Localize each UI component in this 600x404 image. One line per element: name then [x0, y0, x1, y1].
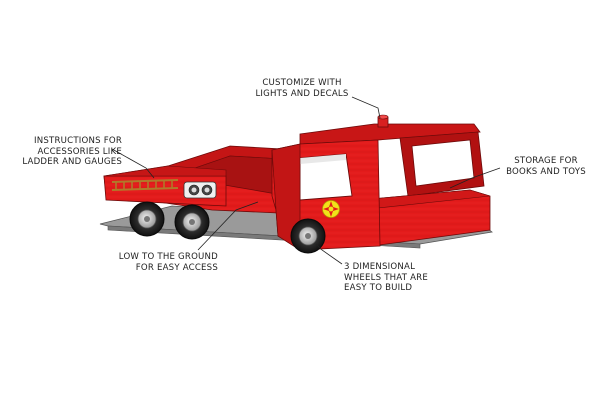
callout-wheels-line1: 3 DIMENSIONAL: [344, 262, 416, 272]
leader-storage: [449, 167, 501, 189]
callout-low-line1: LOW TO THE GROUND: [118, 252, 218, 262]
callout-storage-line2: BOOKS AND TOYS: [506, 166, 586, 177]
front-wheel-2: [174, 204, 210, 240]
leader-lines: [111, 96, 501, 265]
callout-low: LOW TO THE GROUND FOR EASY ACCESS: [106, 252, 218, 273]
callout-customize: CUSTOMIZE WITH LIGHTS AND DECALS: [240, 78, 364, 99]
roof-light: [377, 114, 389, 128]
callout-storage: STORAGE FOR BOOKS AND TOYS: [498, 156, 594, 177]
ladder-decal: [111, 179, 179, 191]
callout-wheels-line2: WHEELS THAT ARE: [344, 272, 428, 283]
fire-emblem-decal: [322, 200, 340, 218]
front-wheel-1: [129, 201, 165, 237]
leader-wheels: [315, 243, 343, 265]
callout-low-line2: FOR EASY ACCESS: [135, 262, 218, 273]
callout-customize-line1: CUSTOMIZE WITH: [262, 78, 342, 88]
callout-instructions: INSTRUCTIONS FOR ACCESSORIES LIKE LADDER…: [6, 136, 122, 168]
storage-window: [411, 139, 475, 187]
cab-front-edge: [271, 143, 301, 251]
callout-instructions-line3: LADDER AND GAUGES: [22, 157, 122, 167]
gauges-decal: [183, 181, 217, 199]
cab-window-shade: [300, 154, 346, 164]
callout-wheels-line3: EASY TO BUILD: [344, 283, 413, 293]
callout-instructions-line1: INSTRUCTIONS FOR: [34, 136, 122, 146]
callout-wheels: 3 DIMENSIONAL WHEELS THAT ARE EASY TO BU…: [344, 262, 444, 294]
leader-instructions: [111, 148, 155, 179]
leader-customize: [351, 96, 381, 119]
callout-storage-line1: STORAGE FOR: [514, 156, 578, 166]
leader-low: [197, 201, 259, 251]
callout-customize-line2: LIGHTS AND DECALS: [255, 88, 349, 99]
callout-instructions-line2: ACCESSORIES LIKE: [37, 146, 122, 157]
